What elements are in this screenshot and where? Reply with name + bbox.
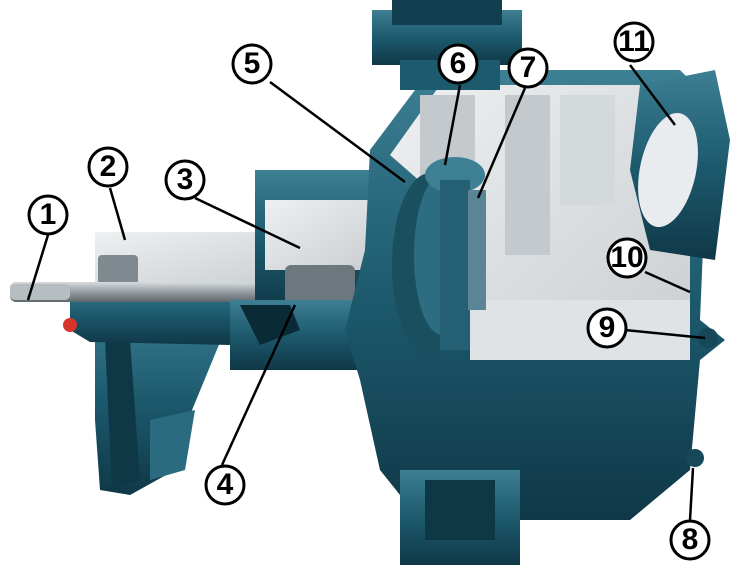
leader-10 <box>644 270 691 294</box>
callout-number: 10 <box>610 241 643 274</box>
leader-4 <box>220 304 297 466</box>
callout-circle <box>669 519 711 561</box>
cover-plate <box>630 70 730 260</box>
bearing-frame-stand <box>95 300 225 495</box>
callout-3: 3 <box>164 159 206 201</box>
callout-circle <box>437 43 479 85</box>
fill-port-cover <box>638 112 698 228</box>
casing-rib-right <box>560 95 615 205</box>
callout-11: 11 <box>613 21 655 63</box>
callout-1: 1 <box>27 194 69 236</box>
callout-circle <box>164 159 206 201</box>
leader-9 <box>624 328 706 340</box>
seal-assembly <box>230 170 385 370</box>
leader-2 <box>108 187 127 241</box>
base-foot <box>400 470 520 565</box>
callout-4: 4 <box>204 464 246 506</box>
callout-number: 5 <box>244 47 261 80</box>
callout-number: 6 <box>450 47 467 80</box>
callout-circle <box>27 194 69 236</box>
outboard-bearing <box>98 255 138 285</box>
callout-5: 5 <box>231 43 273 85</box>
leader-1 <box>26 234 50 301</box>
callout-circle <box>613 21 655 63</box>
grease-fitting <box>63 318 77 332</box>
callout-circle <box>204 464 246 506</box>
callout-number: 7 <box>520 51 537 84</box>
callouts: 1 2 3 4 5 6 7 8 9 10 11 <box>27 21 711 561</box>
callout-number: 1 <box>40 198 57 231</box>
impeller <box>392 157 485 357</box>
callout-number: 11 <box>618 25 650 58</box>
suction-chamber-cutaway <box>470 300 690 360</box>
callout-8: 8 <box>669 519 711 561</box>
callout-number: 3 <box>177 163 194 196</box>
leader-3 <box>194 196 301 250</box>
callout-2: 2 <box>87 146 129 188</box>
callout-6: 6 <box>437 43 479 85</box>
leader-7 <box>476 87 527 199</box>
callout-number: 9 <box>599 311 616 344</box>
drain-plug <box>686 449 704 467</box>
callout-9: 9 <box>586 307 628 349</box>
callout-circle <box>87 146 129 188</box>
callout-circle <box>606 237 648 279</box>
casing-rib-middle <box>505 95 550 255</box>
callout-circle <box>586 307 628 349</box>
callout-number: 4 <box>217 468 234 501</box>
leader-lines <box>26 64 706 521</box>
leader-5 <box>269 80 406 184</box>
callout-circle <box>507 47 549 89</box>
callout-number: 2 <box>100 150 117 183</box>
leader-8 <box>688 467 695 521</box>
callout-circle <box>231 43 273 85</box>
cover-clamp-bolt <box>698 328 718 348</box>
callout-7: 7 <box>507 47 549 89</box>
callout-number: 8 <box>682 523 699 556</box>
leader-11 <box>629 64 676 126</box>
leader-6 <box>443 84 462 166</box>
wear-plate <box>468 190 486 310</box>
callout-10: 10 <box>606 237 648 279</box>
